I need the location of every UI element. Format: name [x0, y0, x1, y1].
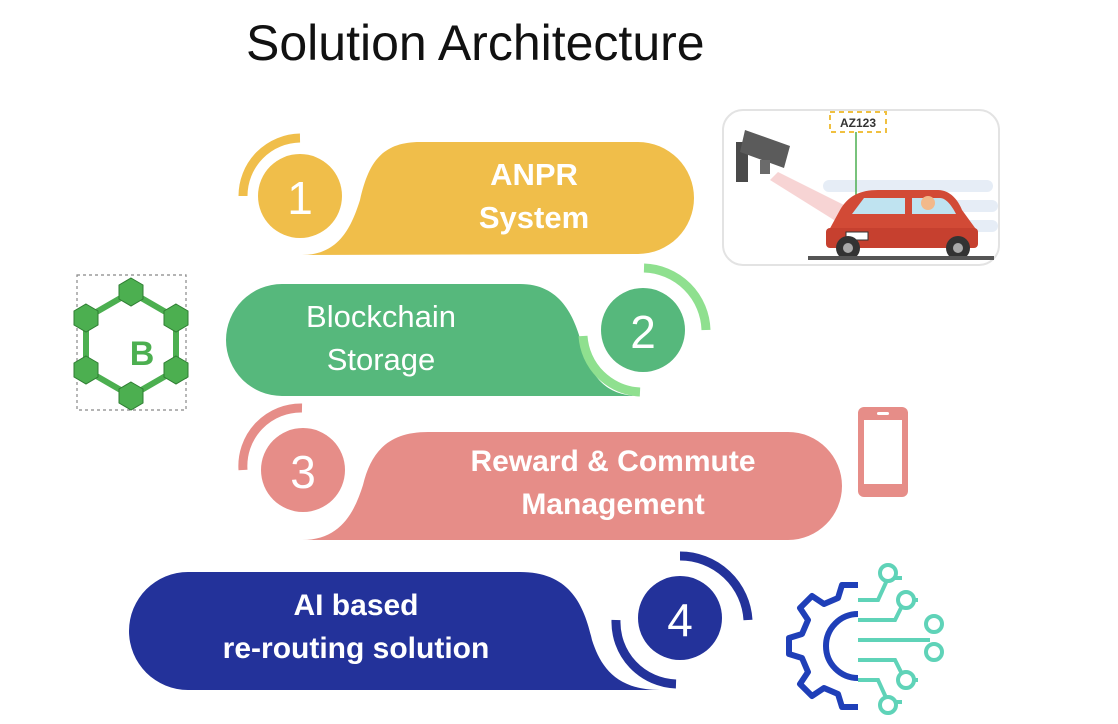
step-4-arc-lower [611, 619, 677, 689]
step-2-blockchain: 2 [226, 263, 711, 397]
camera-car-illustration: AZ123 [722, 109, 1000, 266]
step-3-reward: 3 [238, 403, 842, 540]
step-1-label-line1: ANPR [490, 157, 578, 192]
mobile-phone-icon [858, 407, 908, 497]
step-3-circle [261, 428, 345, 512]
step-1-label-line2: System [478, 200, 590, 235]
step-2-circle [601, 288, 685, 372]
step-2-number: 2 [630, 306, 656, 358]
gear-circuit-icon [786, 563, 944, 715]
step-2-label-line1: Blockchain [306, 299, 456, 334]
step-4-label: AI based re-routing solution [186, 584, 526, 670]
step-2-arc-lower [578, 335, 641, 397]
step-3-label: Reward & Commute Management [433, 440, 793, 526]
blockchain-hexagon-icon: B [73, 274, 189, 411]
camera-icon [736, 130, 790, 182]
step-3-number: 3 [290, 446, 316, 498]
blockchain-letter: B [130, 335, 155, 373]
step-1-number: 1 [287, 172, 313, 224]
step-4-circle [638, 576, 722, 660]
step-2-label: Blockchain Storage [261, 295, 501, 381]
plate-tag-text: AZ123 [840, 116, 876, 130]
step-4-ai-routing: 4 [129, 551, 753, 690]
step-4-arc-outer [679, 551, 753, 621]
step-2-label-line2: Storage [326, 342, 436, 377]
plate-tag: AZ123 [829, 111, 887, 221]
step-3-label-line1: Reward & Commute [470, 445, 756, 478]
car-icon [808, 190, 994, 260]
step-1-circle [258, 154, 342, 238]
step-3-banner [302, 432, 842, 540]
step-3-arc [238, 403, 303, 471]
step-4-number: 4 [667, 594, 693, 646]
page-title: Solution Architecture [246, 15, 705, 71]
step-3-label-line2: Management [521, 488, 705, 521]
step-1-banner [302, 142, 694, 255]
step-1-ANPR: 1 [238, 133, 694, 255]
step-4-label-line2: re-routing solution [222, 632, 490, 665]
step-1-arc [238, 133, 301, 197]
step-1-label: ANPR System [434, 153, 634, 239]
step-2-arc-outer [643, 263, 711, 331]
step-4-label-line1: AI based [293, 589, 419, 622]
step-4-banner [129, 572, 660, 690]
step-2-banner [226, 284, 640, 396]
